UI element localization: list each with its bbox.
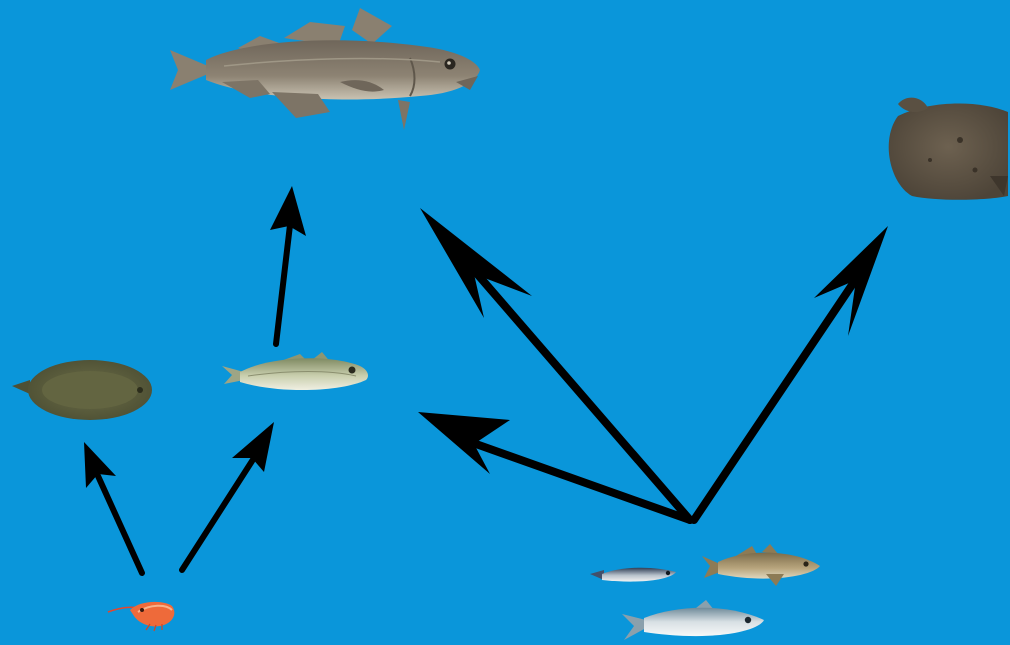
whiting-fish-icon [222,352,368,390]
turbot-flatfish-icon [889,98,1008,200]
arrow-shrimp-to-sole [84,442,142,573]
forage-fish-group-icon [590,544,820,640]
arrow-forage-fish-to-whiting [418,412,690,520]
cod-fish-icon [170,8,480,130]
sole-flatfish-icon [12,360,152,420]
herring-fish-icon [622,600,764,640]
shrimp-icon [108,602,174,631]
pollock-fish-icon [702,544,820,586]
arrow-whiting-to-cod [270,186,306,344]
sprat-fish-icon [590,568,676,582]
arrow-shrimp-to-whiting [182,422,274,570]
arrow-forage-fish-to-turbot [694,226,888,520]
